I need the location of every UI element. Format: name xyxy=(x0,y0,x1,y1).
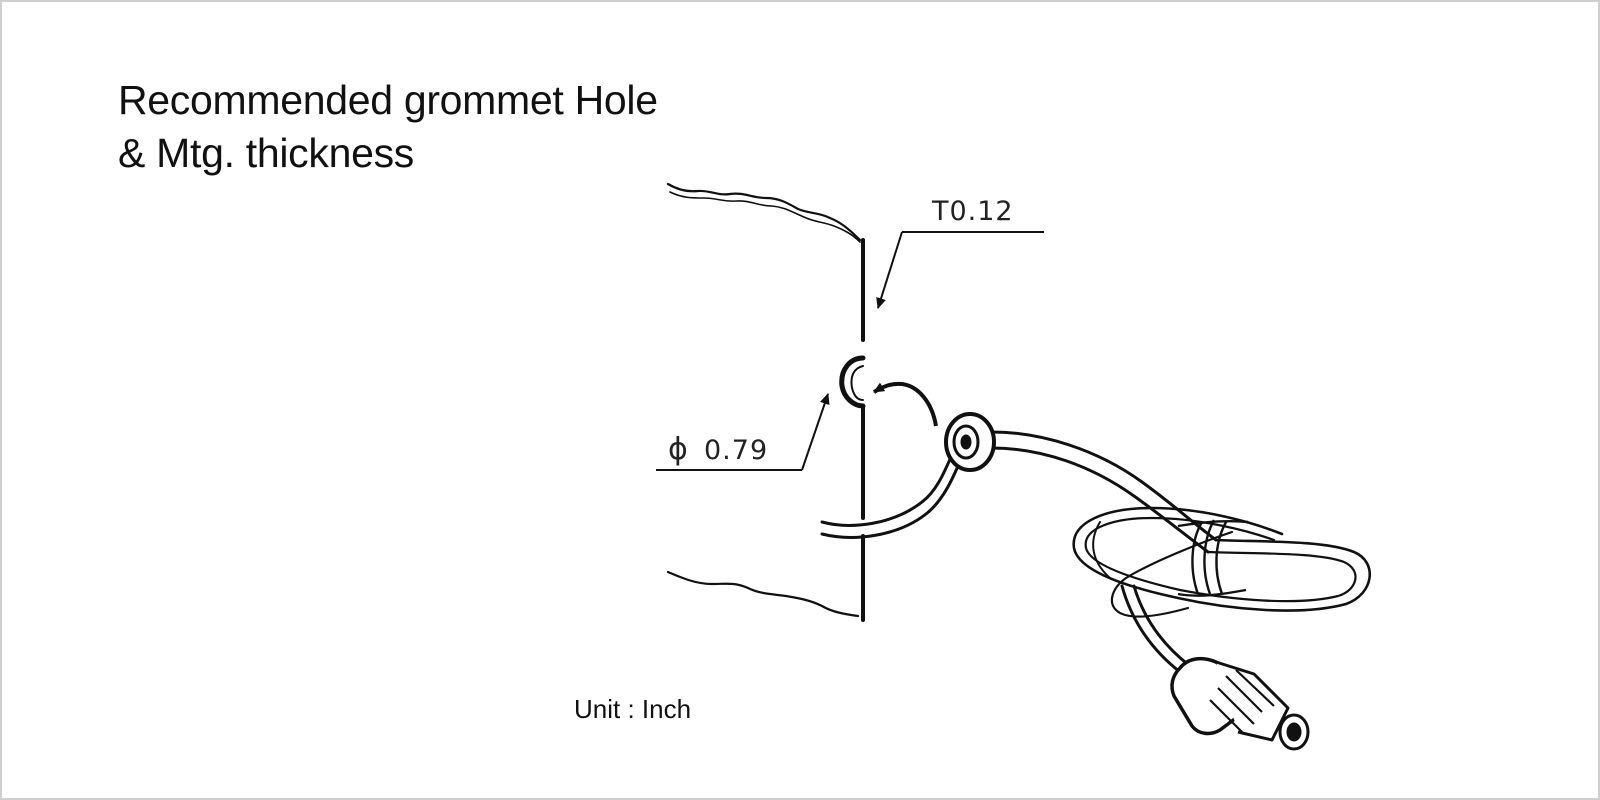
insertion-arrow xyxy=(872,381,938,427)
cable xyxy=(820,430,1371,674)
connector-plug xyxy=(1170,656,1310,751)
thickness-label: T0.12 xyxy=(931,196,1014,227)
diagram-title: Recommended grommet Hole & Mtg. thicknes… xyxy=(118,74,658,180)
panel-top-break-line xyxy=(666,182,862,242)
diameter-value: 0.79 xyxy=(704,435,768,466)
grommet-ring xyxy=(944,412,996,472)
panel-bottom-break-line xyxy=(666,570,860,618)
thickness-callout: T0.12 xyxy=(876,196,1044,309)
title-line-2: & Mtg. thickness xyxy=(118,130,414,176)
unit-label: Unit : Inch xyxy=(574,694,692,724)
diameter-symbol: ϕ xyxy=(668,432,689,467)
cable-tie xyxy=(1177,519,1249,597)
hole-diameter-callout: ϕ 0.79 xyxy=(656,393,830,471)
title-line-1: Recommended grommet Hole xyxy=(118,77,658,123)
mounting-panel xyxy=(666,182,865,622)
panel-top-break-line-inner xyxy=(669,191,861,243)
diameter-leader-arrow xyxy=(801,393,830,471)
grommet-hole xyxy=(839,355,866,409)
thickness-leader-arrow xyxy=(876,231,903,309)
